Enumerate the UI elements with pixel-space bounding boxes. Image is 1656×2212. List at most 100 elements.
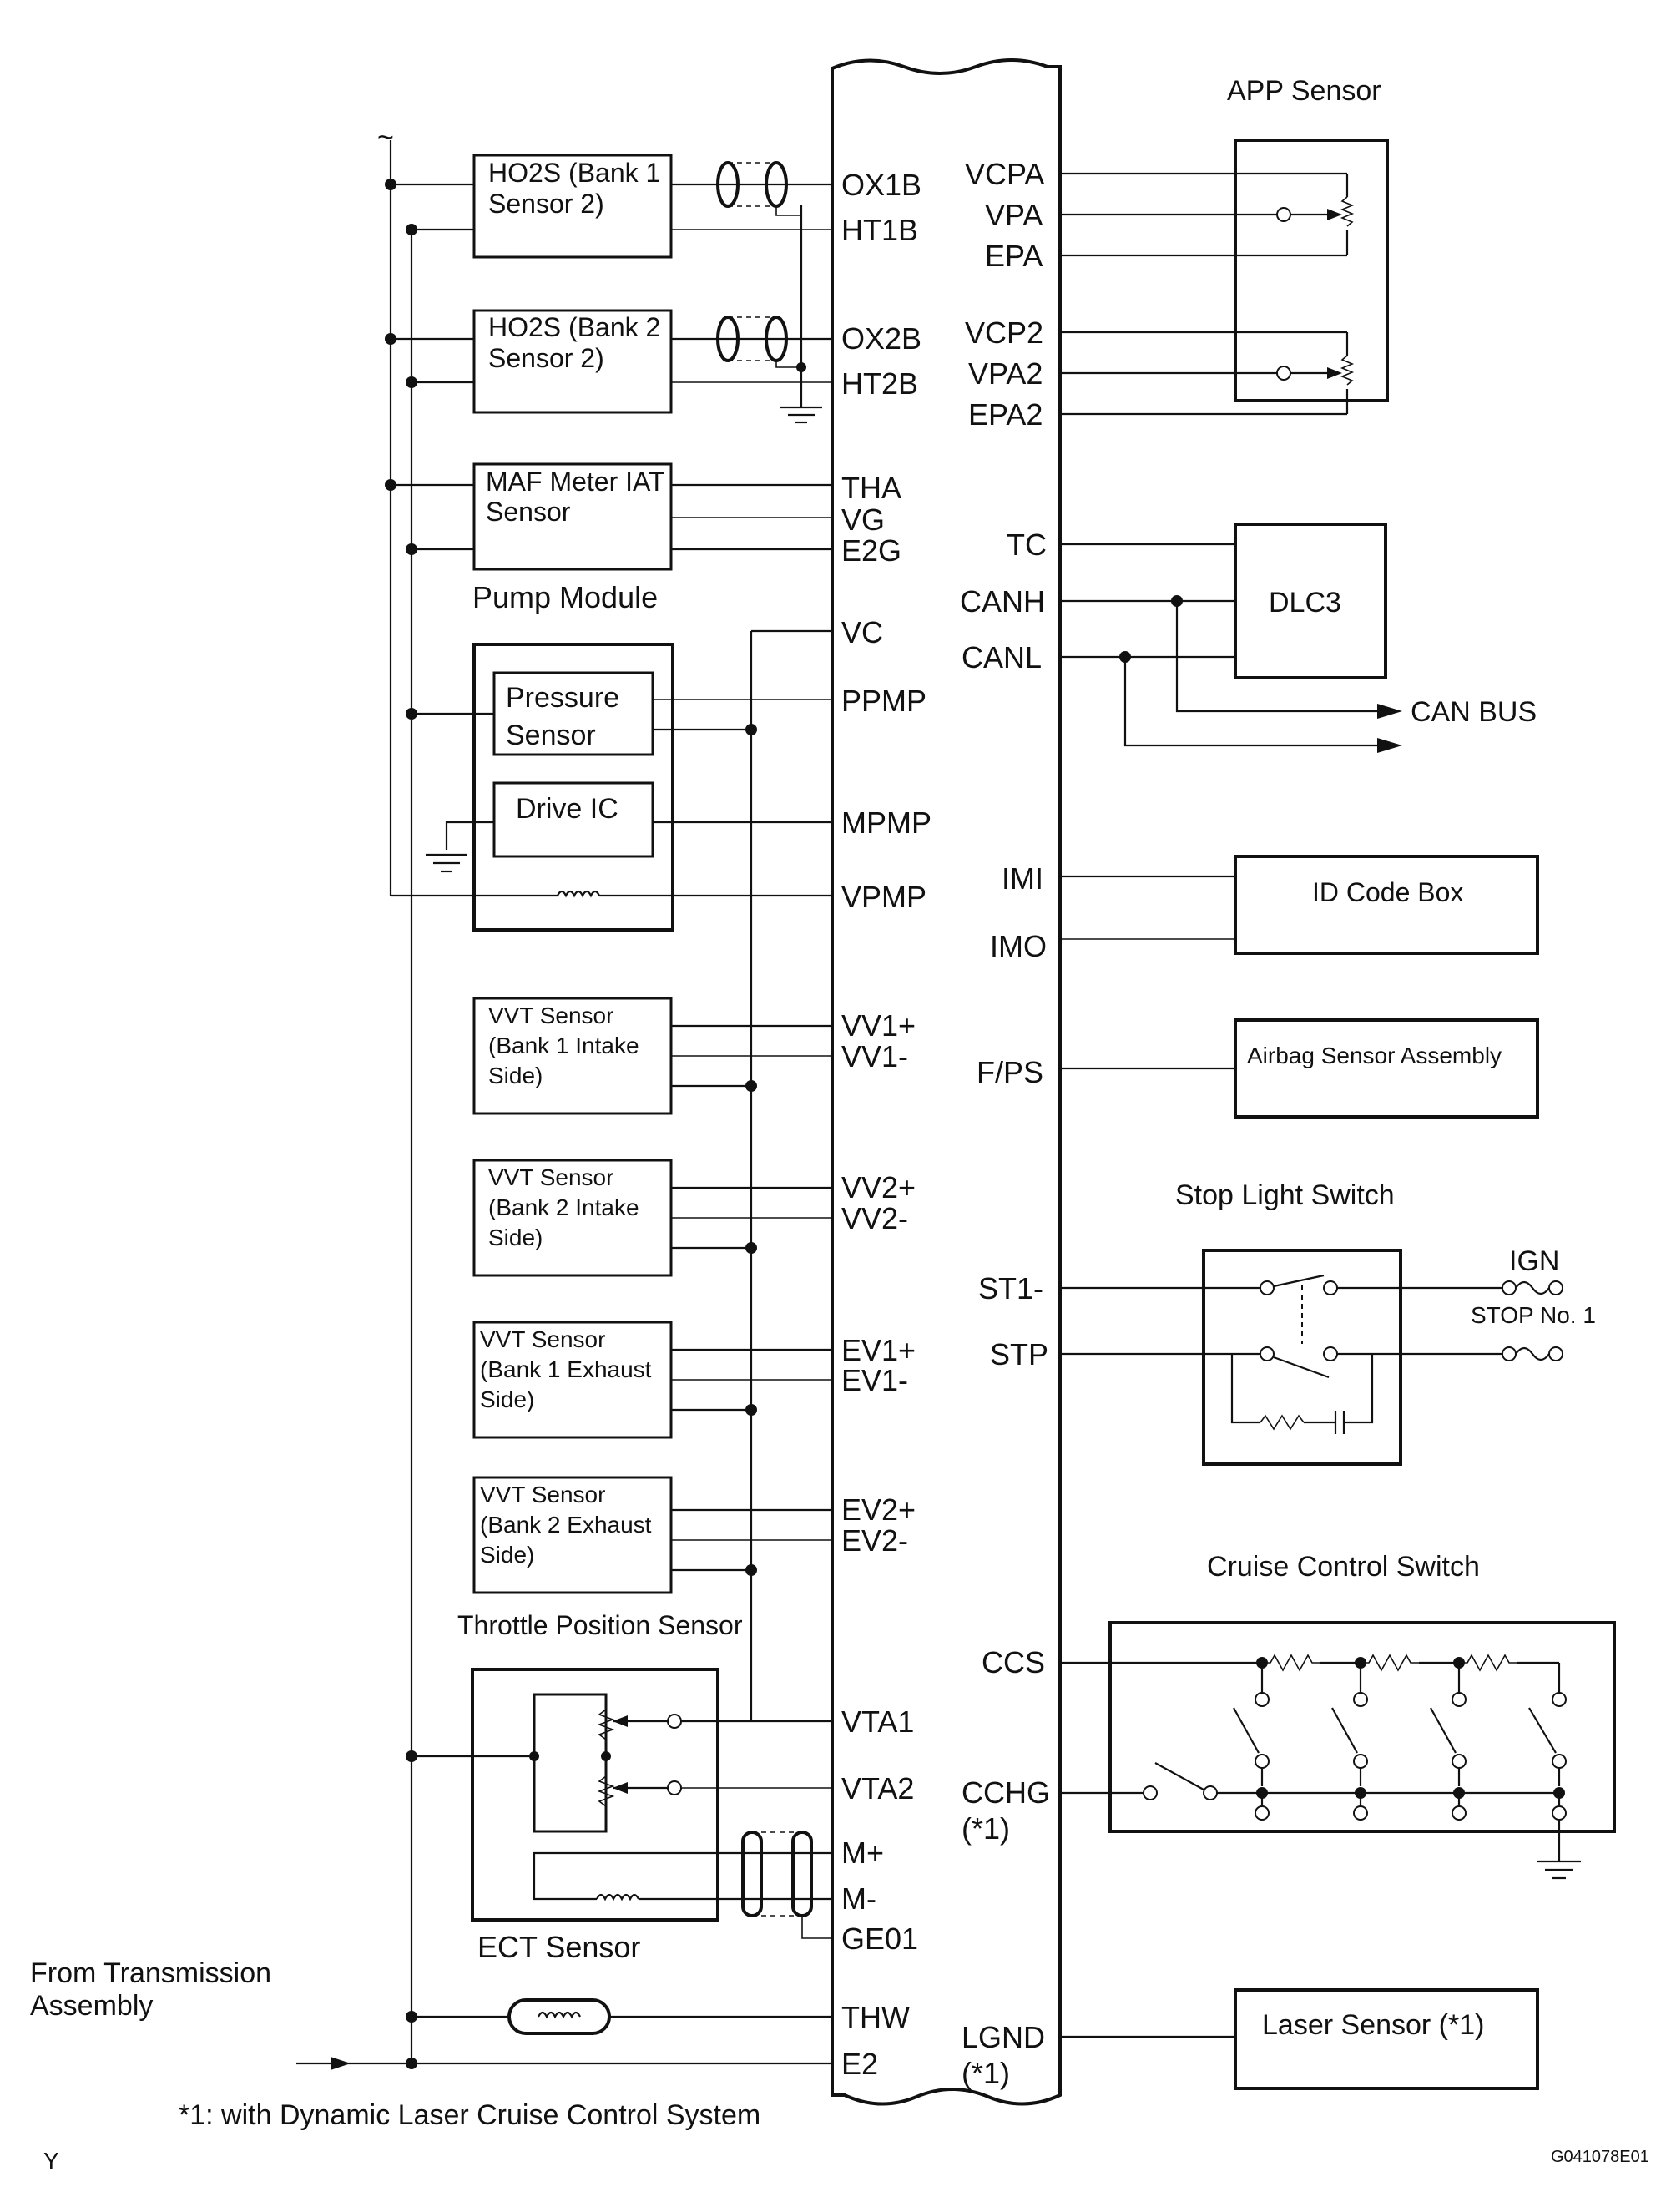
label-throttle-position-sensor: Throttle Position Sensor [457,1610,743,1640]
svg-text:(Bank 2 Intake: (Bank 2 Intake [488,1194,639,1220]
pin-e2: E2 [841,2047,878,2081]
svg-text:VVT Sensor: VVT Sensor [488,1002,613,1028]
pin-vv1-plus: VV1+ [841,1008,916,1043]
pin-vv1-minus: VV1- [841,1039,908,1073]
svg-text:VVT Sensor: VVT Sensor [480,1482,605,1507]
pin-ev2-minus: EV2- [841,1523,908,1558]
svg-text:Side): Side) [480,1386,534,1412]
pin-epa: EPA [985,239,1043,273]
vvt-sensor-bank2-exhaust: VVT Sensor (Bank 2 Exhaust Side) [472,1476,832,1594]
pin-canl: CANL [962,640,1042,674]
id-code-box: ID Code Box [1060,855,1539,955]
pin-vpa: VPA [985,198,1043,232]
svg-text:Sensor: Sensor [486,497,571,527]
svg-text:(Bank 1 Intake: (Bank 1 Intake [488,1033,639,1058]
pin-ht2b: HT2B [841,366,918,401]
pin-cchg: CCHG [962,1775,1050,1810]
label-app-sensor: APP Sensor [1227,75,1381,107]
cruise-control-switch [1060,1621,1616,1880]
pin-vta2: VTA2 [841,1771,914,1805]
svg-text:MAF Meter IAT: MAF Meter IAT [486,467,665,497]
pin-tha: THA [841,471,901,505]
pin-ge01: GE01 [841,1922,918,1956]
laser-sensor: Laser Sensor (*1) [1060,1988,1539,2090]
label-stop-fuse: STOP No. 1 [1471,1302,1596,1328]
svg-text:Side): Side) [480,1542,534,1568]
svg-text:(Bank 1 Exhaust: (Bank 1 Exhaust [480,1356,652,1382]
pin-lgnd-note: (*1) [962,2056,1010,2090]
svg-text:HO2S (Bank 1: HO2S (Bank 1 [488,158,660,188]
pin-ht1b: HT1B [841,213,918,247]
pump-module: Pressure Sensor Drive IC [391,643,832,932]
footnote: *1: with Dynamic Laser Cruise Control Sy… [179,2099,760,2131]
svg-text:HO2S (Bank 2: HO2S (Bank 2 [488,312,660,342]
label-cruise-control-switch: Cruise Control Switch [1207,1551,1480,1583]
supply-symbol: ~ [377,122,394,154]
maf-meter-iat-sensor: MAF Meter IAT Sensor [385,462,832,571]
pin-tc: TC [1007,528,1047,562]
svg-text:Side): Side) [488,1225,543,1250]
pin-vg: VG [841,502,885,537]
app-sensor [1060,139,1389,416]
pin-ev1-minus: EV1- [841,1363,908,1397]
svg-text:VVT Sensor: VVT Sensor [480,1326,605,1352]
label-ect-sensor: ECT Sensor [477,1930,640,1964]
pin-fps: F/PS [977,1055,1043,1089]
pin-ccs: CCS [982,1645,1045,1679]
pin-mpmp: MPMP [841,806,932,840]
pin-epa2: EPA2 [968,397,1043,432]
ho2s-bank2-sensor2: HO2S (Bank 2 Sensor 2) [385,309,832,424]
pin-vcp2: VCP2 [965,316,1043,350]
svg-text:Pressure: Pressure [506,682,619,714]
ecm-connector-body [831,58,1062,2106]
e2-ground-line [296,2057,832,2070]
stop-light-switch [1060,1249,1563,1466]
svg-text:Sensor: Sensor [506,720,596,751]
label-pump-module: Pump Module [472,580,658,614]
pin-imo: IMO [990,929,1047,963]
svg-text:Airbag Sensor Assembly: Airbag Sensor Assembly [1247,1043,1502,1068]
pin-vv2-minus: VV2- [841,1201,908,1235]
svg-text:VVT Sensor: VVT Sensor [488,1164,613,1190]
vvt-sensor-bank1-intake: VVT Sensor (Bank 1 Intake Side) [472,997,832,1115]
svg-text:Side): Side) [488,1063,543,1088]
pin-m-plus: M+ [841,1836,884,1870]
label-from-transmission-1: From Transmission [30,1957,271,1989]
ho2s-bank1-sensor2: HO2S (Bank 1 Sensor 2) [385,154,832,259]
pin-st1-minus: ST1- [978,1271,1043,1305]
pin-e2g: E2G [841,533,901,568]
pin-lgnd: LGND [962,2020,1045,2054]
pin-vpa2: VPA2 [968,356,1043,391]
pin-stp: STP [990,1337,1048,1371]
dlc3: DLC3 [1060,523,1402,753]
throttle-position-sensor [406,1668,832,1939]
vvt-sensor-bank1-exhaust: VVT Sensor (Bank 1 Exhaust Side) [472,1321,832,1439]
pin-vc: VC [841,615,883,649]
label-ign: IGN [1509,1245,1559,1277]
pin-ppmp: PPMP [841,684,926,718]
pin-canh: CANH [960,584,1045,619]
pin-cchg-note: (*1) [962,1811,1010,1846]
svg-text:Sensor 2): Sensor 2) [488,343,604,373]
corner-mark: Y [43,2148,59,2174]
svg-text:Laser Sensor (*1): Laser Sensor (*1) [1262,2009,1484,2041]
label-from-transmission-2: Assembly [30,1990,153,2022]
svg-text:DLC3: DLC3 [1269,587,1341,619]
pin-thw: THW [841,2000,910,2034]
pin-imi: IMI [1002,861,1043,896]
pin-vv2-plus: VV2+ [841,1170,916,1204]
pin-ox1b: OX1B [841,168,921,202]
svg-text:Drive IC: Drive IC [516,793,618,825]
pin-ev1-plus: EV1+ [841,1333,916,1367]
label-stop-light-switch: Stop Light Switch [1175,1179,1395,1211]
label-can-bus: CAN BUS [1411,696,1537,728]
pin-m-minus: M- [841,1881,876,1916]
vvt-sensor-bank2-intake: VVT Sensor (Bank 2 Intake Side) [472,1159,832,1277]
pin-vpmp: VPMP [841,880,926,914]
pin-ox2b: OX2B [841,321,921,356]
svg-text:Sensor 2): Sensor 2) [488,189,604,219]
ect-sensor [406,1998,832,2035]
figure-code: G041078E01 [1551,2148,1649,2166]
pin-vcpa: VCPA [965,157,1044,191]
